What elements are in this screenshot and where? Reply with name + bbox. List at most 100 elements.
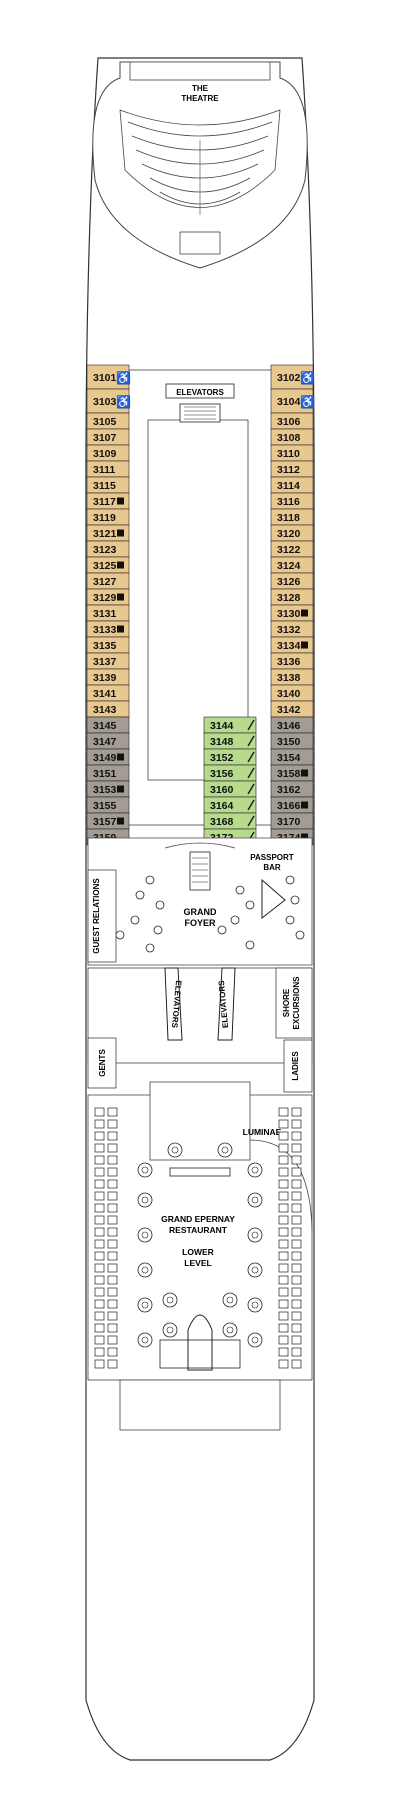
cabin-number: 3158 (277, 768, 301, 780)
cabin-3153[interactable]: 3153 (86, 780, 130, 798)
elevators-right[interactable]: ELEVATORS (217, 967, 236, 1041)
cabin-3136[interactable]: 3136 (270, 652, 314, 670)
grand-foyer[interactable]: GRAND FOYER (87, 837, 313, 966)
cabin-3151[interactable]: 3151 (86, 764, 130, 782)
cabin-3125[interactable]: 3125 (86, 556, 130, 574)
cabin-3111[interactable]: 3111 (86, 460, 130, 478)
cabin-number: 3157 (93, 816, 117, 828)
gents[interactable]: GENTS (87, 1037, 117, 1089)
cabin-3134[interactable]: 3134 (270, 636, 314, 654)
cabin-3146[interactable]: 3146 (270, 716, 314, 734)
square-table (107, 1131, 118, 1141)
cabin-3101[interactable]: 3101♿ (86, 364, 131, 390)
cabin-3120[interactable]: 3120 (270, 524, 314, 542)
cabin-3110[interactable]: 3110 (270, 444, 314, 462)
cabin-3158[interactable]: 3158 (270, 764, 314, 782)
balcony-mark-icon (247, 783, 255, 795)
cabin-number: 3106 (277, 416, 301, 428)
cabin-3107[interactable]: 3107 (86, 428, 130, 446)
cabin-3139[interactable]: 3139 (86, 668, 130, 686)
connecting-cabin-icon (117, 593, 124, 601)
square-table (94, 1107, 105, 1117)
cabin-3141[interactable]: 3141 (86, 684, 130, 702)
cabin-number: 3154 (277, 752, 301, 764)
cabin-3115[interactable]: 3115 (86, 476, 130, 494)
cabin-3126[interactable]: 3126 (270, 572, 314, 590)
cabin-3121[interactable]: 3121 (86, 524, 130, 542)
cabin-3123[interactable]: 3123 (86, 540, 130, 558)
cabin-3118[interactable]: 3118 (270, 508, 314, 526)
grand-epernay-restaurant[interactable]: GRAND EPERNAY RESTAURANT LOWER LEVEL (87, 1081, 313, 1381)
cabin-3116[interactable]: 3116 (270, 492, 314, 510)
cabin-3157[interactable]: 3157 (86, 812, 130, 830)
square-table (94, 1299, 105, 1309)
theatre[interactable]: THE THEATRE (92, 61, 308, 269)
cabin-number: 3143 (93, 704, 117, 716)
cabin-3149[interactable]: 3149 (86, 748, 130, 766)
cabin-3166[interactable]: 3166 (270, 796, 314, 814)
cabin-3156[interactable]: 3156 (203, 764, 257, 782)
cabin-3119[interactable]: 3119 (86, 508, 130, 526)
elevators-top[interactable]: ELEVATORS (165, 383, 235, 423)
cabin-3152[interactable]: 3152 (203, 748, 257, 766)
theatre-label-line2: THEATRE (181, 94, 219, 103)
guest-relations[interactable]: GUEST RELATIONS (87, 869, 117, 963)
cabin-3112[interactable]: 3112 (270, 460, 314, 478)
ladies[interactable]: LADIES (283, 1039, 313, 1093)
cabin-3133[interactable]: 3133 (86, 620, 130, 638)
cabin-3132[interactable]: 3132 (270, 620, 314, 638)
square-table (94, 1227, 105, 1237)
cabin-3155[interactable]: 3155 (86, 796, 130, 814)
cabin-3147[interactable]: 3147 (86, 732, 130, 750)
cabin-3105[interactable]: 3105 (86, 412, 130, 430)
round-table (162, 1292, 178, 1308)
cabin-3162[interactable]: 3162 (270, 780, 314, 798)
square-table (94, 1323, 105, 1333)
cabins-starboard: 3102♿3104♿310631083110311231143116311831… (270, 364, 315, 846)
cabin-3129[interactable]: 3129 (86, 588, 130, 606)
passport-bar[interactable]: PASSPORT BAR (250, 853, 294, 920)
cabin-3130[interactable]: 3130 (270, 604, 314, 622)
square-table (278, 1347, 289, 1357)
cabin-3145[interactable]: 3145 (86, 716, 130, 734)
cabin-3122[interactable]: 3122 (270, 540, 314, 558)
cabin-3131[interactable]: 3131 (86, 604, 130, 622)
elevators-top-label: ELEVATORS (176, 388, 224, 397)
cabin-3168[interactable]: 3168 (203, 812, 257, 830)
round-table (222, 1322, 238, 1338)
cabin-number: 3152 (210, 752, 234, 764)
cabin-3114[interactable]: 3114 (270, 476, 314, 494)
cabin-3140[interactable]: 3140 (270, 684, 314, 702)
round-table (247, 1297, 263, 1313)
square-table (107, 1287, 118, 1297)
cabin-3143[interactable]: 3143 (86, 700, 130, 718)
cabin-3144[interactable]: 3144 (203, 716, 257, 734)
luminae-label: LUMINAE (243, 1127, 282, 1137)
cabin-3164[interactable]: 3164 (203, 796, 257, 814)
cabin-3109[interactable]: 3109 (86, 444, 130, 462)
cabin-3148[interactable]: 3148 (203, 732, 257, 750)
cabin-3124[interactable]: 3124 (270, 556, 314, 574)
cabin-3150[interactable]: 3150 (270, 732, 314, 750)
cabin-3137[interactable]: 3137 (86, 652, 130, 670)
square-table (291, 1335, 302, 1345)
cabin-3138[interactable]: 3138 (270, 668, 314, 686)
square-table (107, 1227, 118, 1237)
cabin-3117[interactable]: 3117 (86, 492, 130, 510)
accessible-icon: ♿ (300, 371, 315, 385)
cabin-3127[interactable]: 3127 (86, 572, 130, 590)
cabin-3103[interactable]: 3103♿ (86, 388, 131, 414)
cabin-3102[interactable]: 3102♿ (270, 364, 315, 390)
cabin-3128[interactable]: 3128 (270, 588, 314, 606)
square-table (278, 1299, 289, 1309)
cabin-3104[interactable]: 3104♿ (270, 388, 315, 414)
cabin-3160[interactable]: 3160 (203, 780, 257, 798)
cabin-3170[interactable]: 3170 (270, 812, 314, 830)
cabin-3135[interactable]: 3135 (86, 636, 130, 654)
cabin-3108[interactable]: 3108 (270, 428, 314, 446)
cabin-3142[interactable]: 3142 (270, 700, 314, 718)
cabin-3154[interactable]: 3154 (270, 748, 314, 766)
cabin-3106[interactable]: 3106 (270, 412, 314, 430)
shore-excursions[interactable]: SHORE EXCURSIONS (275, 967, 313, 1039)
elevators-left[interactable]: ELEVATORS (164, 967, 183, 1041)
